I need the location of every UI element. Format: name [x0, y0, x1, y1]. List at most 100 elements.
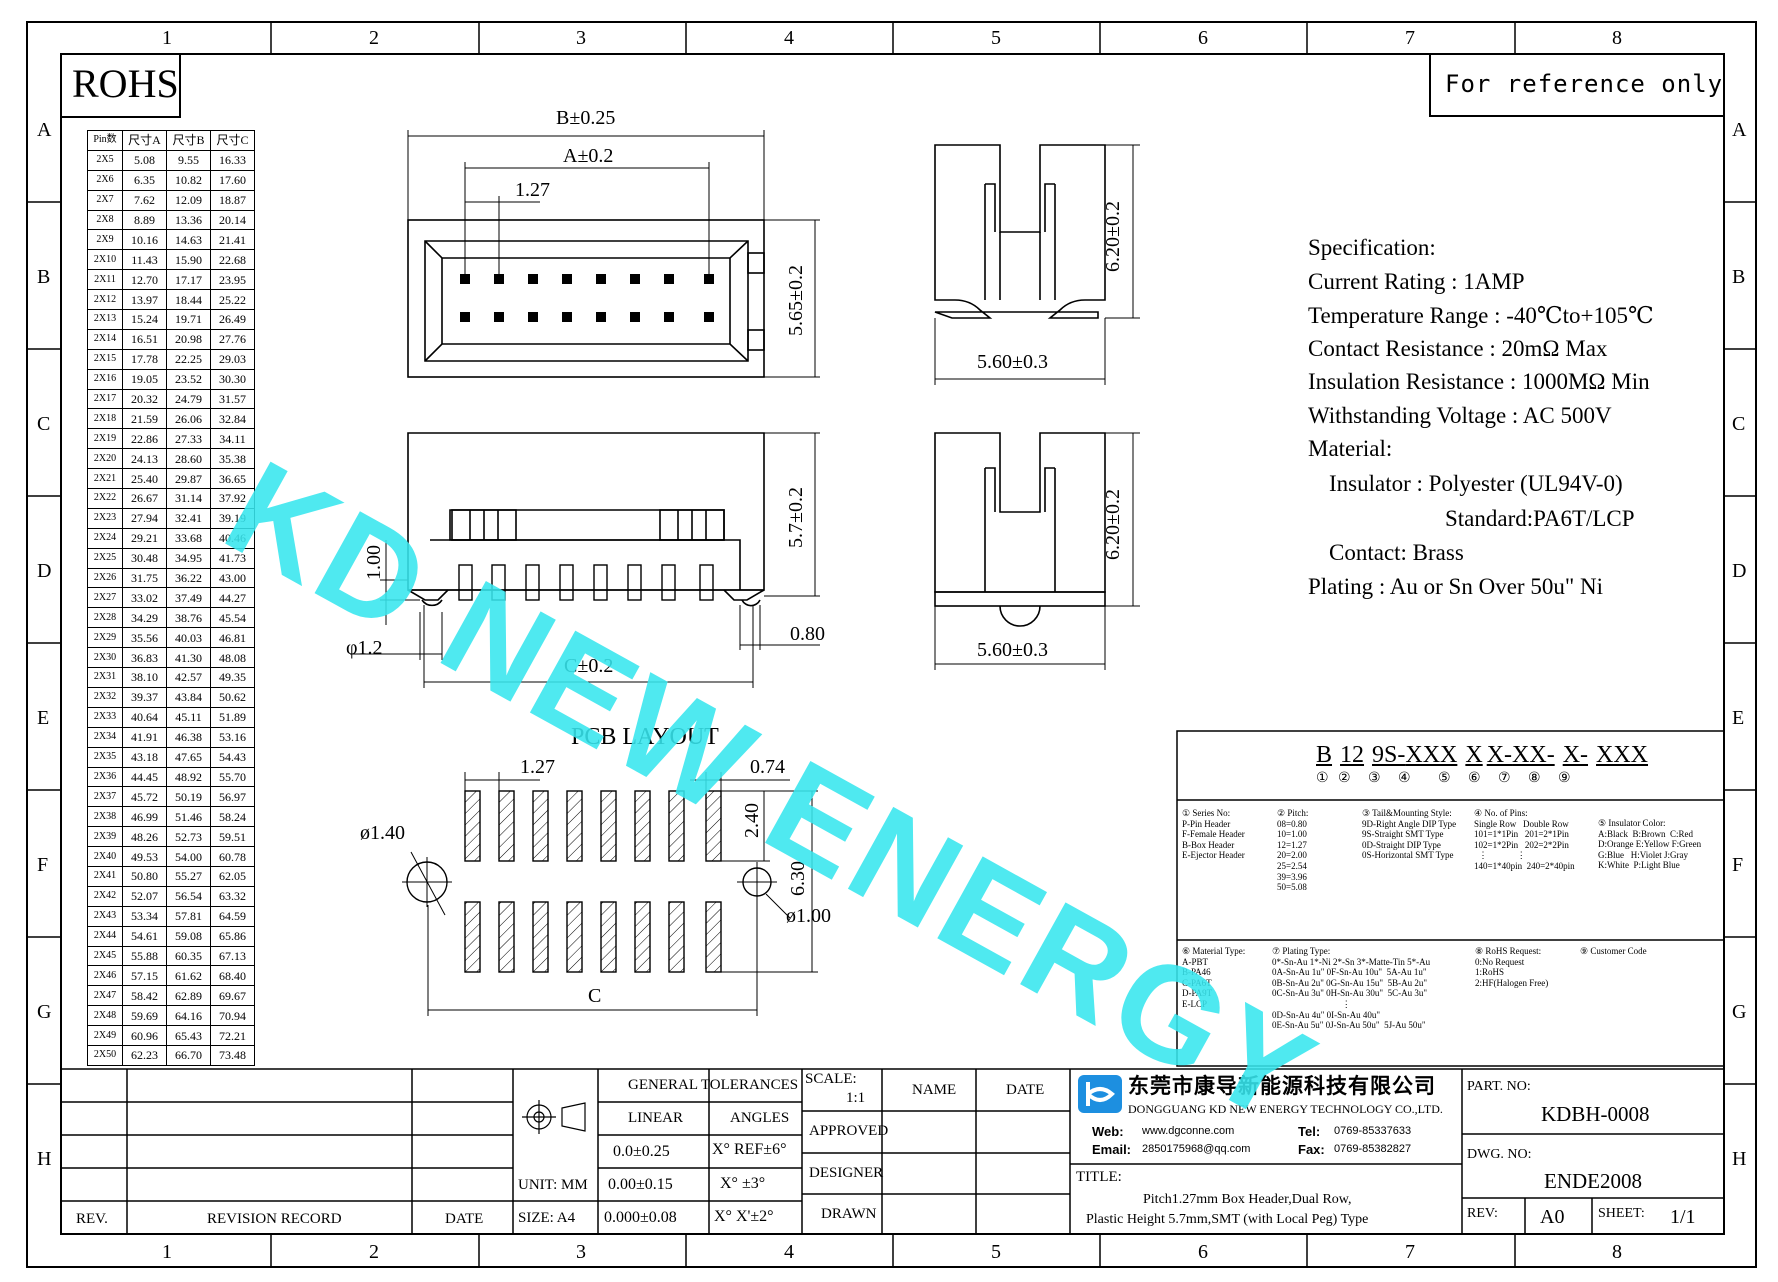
tb-tol2: 0.00±0.15	[608, 1176, 673, 1193]
pin-table-cell: 5.08	[122, 149, 167, 171]
pin-table-cell: 12.70	[122, 269, 167, 291]
pin-table-cell: 2X31	[87, 667, 123, 688]
pin-table-cell: 2X44	[87, 925, 123, 947]
dim-080: 0.80	[790, 623, 825, 645]
top-view-dims	[407, 130, 820, 378]
pin-table-cell: 62.89	[166, 985, 211, 1007]
dim-h620-bottom: 6.20±0.2	[1102, 489, 1124, 560]
pin-table-cell: 20.98	[166, 328, 211, 350]
pcb-dims	[402, 772, 818, 1016]
pin-table-cell: 33.02	[122, 587, 167, 609]
dwg-no-label: DWG. NO:	[1467, 1147, 1532, 1162]
pin-table-cell: 2X17	[87, 388, 123, 410]
row-label-g-right: G	[1732, 1001, 1747, 1023]
pin-table-cell: 40.03	[166, 627, 211, 649]
pin-table-cell: 46.81	[210, 627, 255, 649]
pin-table-cell: 23.52	[166, 368, 211, 390]
pin-table-cell: 28.60	[166, 448, 211, 470]
pin-table-cell: 2X23	[87, 507, 123, 529]
dim-w560-top: 5.60±0.3	[977, 351, 1048, 373]
rev-value: A0	[1540, 1206, 1565, 1228]
pin-table-cell: 26.06	[166, 408, 211, 430]
tb-tol1: 0.0±0.25	[613, 1143, 670, 1160]
tb-ang1: X° REF±6°	[712, 1141, 787, 1158]
pin-table-cell: 67.13	[210, 945, 255, 967]
col-label-4-bottom: 4	[784, 1241, 794, 1263]
pin-table-cell: 14.63	[166, 229, 211, 251]
part-code-marker: ③	[1368, 770, 1381, 786]
part-code-marker: ⑧	[1528, 770, 1541, 786]
tel-label: Tel:	[1298, 1124, 1321, 1139]
part-code-segment: B	[1316, 742, 1333, 768]
pin-table-cell: 10.16	[122, 229, 167, 251]
pin-table-cell: 2X5	[87, 149, 123, 171]
side-view-top	[934, 144, 1106, 319]
pin-table-cell: 50.80	[122, 865, 167, 887]
tb-ang2: X° ±3°	[720, 1175, 766, 1192]
tb-ang3: X° X'±2°	[714, 1208, 774, 1225]
spec-standard: Standard:PA6T/LCP	[1445, 506, 1635, 531]
title-block	[60, 1068, 1725, 1235]
pin-table-cell: 54.61	[122, 925, 167, 947]
pin-table-cell: 49.35	[210, 667, 255, 688]
pin-table-cell: 2X6	[87, 169, 123, 191]
rev-label: REV:	[1467, 1206, 1498, 1221]
col-label-1: 1	[162, 27, 172, 49]
pin-table-cell: 53.16	[210, 726, 255, 748]
code-color: ⑤ Insulator Color: A:Black B:Brown C:Red…	[1598, 818, 1702, 871]
dim-h57: 5.7±0.2	[785, 487, 807, 548]
part-code-marker: ②	[1338, 770, 1351, 786]
pin-table-cell: 12.09	[166, 189, 211, 211]
pin-table-cell: 55.70	[210, 766, 255, 788]
code-series: ① Series No: P-Pin Header F-Female Heade…	[1182, 808, 1245, 861]
part-code-marker: ⑤	[1438, 770, 1451, 786]
tb-drawn: DRAWN	[821, 1206, 877, 1222]
part-no: KDBH-0008	[1541, 1102, 1650, 1126]
pin-table-header-cell: 尺寸A	[122, 130, 167, 151]
col-label-5-bottom: 5	[991, 1241, 1001, 1263]
pin-table-cell: 27.76	[210, 328, 255, 350]
dim-a: A±0.2	[563, 145, 614, 167]
pin-table-cell: 25.40	[122, 468, 167, 490]
fax-label: Fax:	[1298, 1142, 1325, 1157]
pin-table-cell: 56.97	[210, 786, 255, 808]
pin-table-cell: 24.79	[166, 388, 211, 410]
part-code-segment: X-	[1562, 742, 1589, 768]
pcb-hole: ø1.40	[360, 822, 405, 844]
pin-table-cell: 53.34	[122, 905, 167, 927]
pin-table-cell: 61.62	[166, 965, 211, 987]
pin-table-cell: 34.29	[122, 607, 167, 629]
col-label-6-bottom: 6	[1198, 1241, 1208, 1263]
pcb-pads	[464, 790, 722, 973]
dim-c02: C±0.2	[564, 655, 614, 677]
pin-table-cell: 51.46	[166, 806, 211, 828]
tb-rev: REV.	[76, 1211, 108, 1227]
pin-table-cell: 50.19	[166, 786, 211, 808]
row-label-d: D	[37, 560, 52, 582]
rohs-label: ROHS	[72, 61, 179, 106]
part-code-marker: ①	[1316, 770, 1329, 786]
pin-table-cell: 2X29	[87, 627, 123, 649]
pin-table-cell: 62.05	[210, 865, 255, 887]
col-label-7-bottom: 7	[1405, 1241, 1415, 1263]
pin-table-cell: 2X9	[87, 229, 123, 251]
pin-table-cell: 2X7	[87, 189, 123, 211]
pin-table-cell: 2X28	[87, 607, 123, 629]
part-no-label: PART. NO:	[1467, 1079, 1531, 1094]
spec-plating: Plating : Au or Sn Over 50u" Ni	[1308, 574, 1603, 599]
pin-table-cell: 43.84	[166, 686, 211, 708]
